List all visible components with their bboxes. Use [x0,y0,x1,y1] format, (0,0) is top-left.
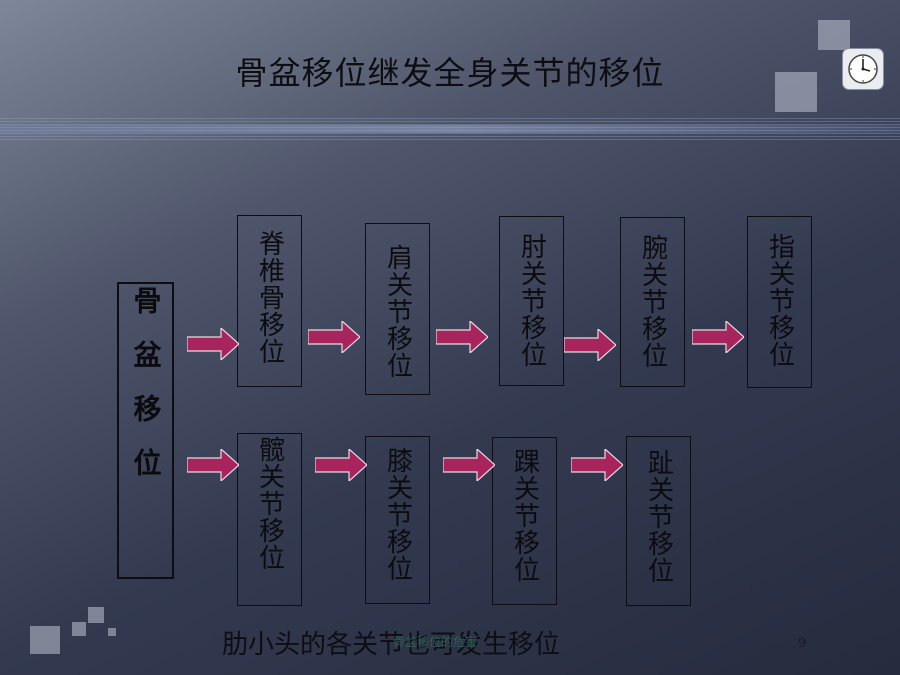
bottom-box-3-label: 踝关节移位 [509,448,540,583]
decorative-band-glow [0,125,900,133]
bottom-box-2: 膝关节移位 [365,436,430,604]
page-number: 9 [798,636,807,651]
footer-text: 骨盆移位的危害 [393,635,478,649]
arrow-right-icon [308,321,360,353]
bottom-box-4-label: 趾关节移位 [643,449,674,584]
top-box-1: 脊椎骨移位 [237,215,302,387]
main-box: 骨盆移位 [117,282,174,579]
bottom-box-4: 趾关节移位 [626,436,691,606]
slide-title: 骨盆移位继发全身关节的移位 [235,54,665,92]
top-box-3-label: 肘关节移位 [516,233,547,368]
top-box-5-label: 指关节移位 [764,233,795,368]
decorative-square [72,622,86,636]
decorative-square [818,20,850,50]
bottom-box-2-label: 膝关节移位 [382,447,413,582]
arrow-right-icon [187,328,239,360]
bottom-box-1: 髋关节移位 [237,433,302,606]
top-box-3: 肘关节移位 [499,216,564,386]
arrow-right-icon [571,449,623,481]
decorative-square [30,626,60,654]
top-box-4: 腕关节移位 [620,217,685,387]
decorative-square [88,607,104,623]
bottom-box-3: 踝关节移位 [492,437,557,605]
top-box-2: 肩关节移位 [365,223,430,395]
arrow-right-icon [692,321,744,353]
decorative-square [108,628,116,636]
main-box-label: 骨盆移位 [129,286,163,502]
caption: 肋小头的各关节也可发生移位 [222,630,561,660]
arrow-right-icon [315,449,367,481]
arrow-right-icon [436,321,488,353]
arrow-right-icon [187,449,239,481]
arrow-right-icon [443,449,495,481]
top-box-4-label: 腕关节移位 [637,234,668,369]
decorative-square [775,72,817,112]
arrow-right-icon [564,329,616,361]
clock-icon [842,48,884,90]
bottom-box-1-label: 髋关节移位 [254,436,285,571]
top-box-5: 指关节移位 [747,216,812,388]
top-box-2-label: 肩关节移位 [382,244,413,379]
top-box-1-label: 脊椎骨移位 [254,230,285,365]
